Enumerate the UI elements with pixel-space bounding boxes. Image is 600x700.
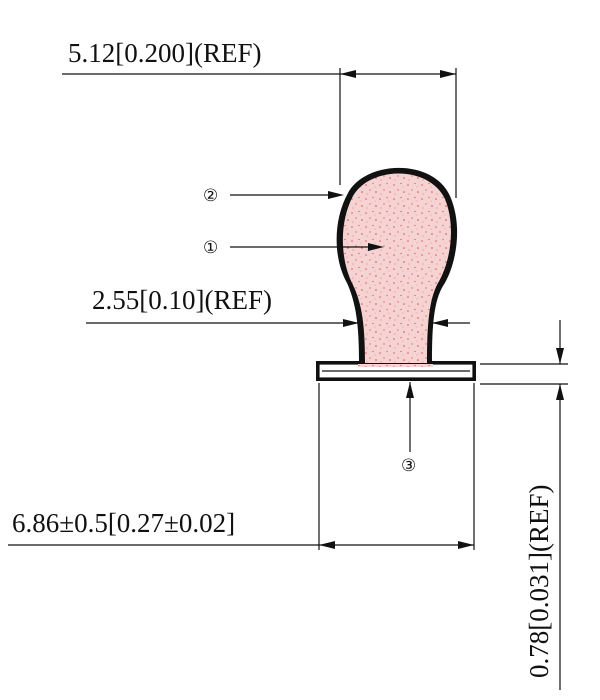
base-width-arrow-right xyxy=(458,541,474,549)
thickness-label: 0.78[0.031](REF) xyxy=(524,485,554,678)
callout-3-arrow xyxy=(406,382,414,398)
top-width-arrow-right xyxy=(440,70,456,78)
top-width-label: 5.12[0.200](REF) xyxy=(68,38,261,68)
thickness-arrow-top xyxy=(556,348,564,364)
callout-2-arrow xyxy=(328,191,344,199)
callout-1: ① xyxy=(203,238,218,257)
callout-2: ② xyxy=(203,186,218,205)
callout-3: ③ xyxy=(401,456,416,475)
foam-core xyxy=(342,173,451,363)
callout-1-arrow xyxy=(368,243,384,251)
neck-width-arrow-left xyxy=(343,319,359,327)
base-width-label: 6.86±0.5[0.27±0.02] xyxy=(12,508,235,538)
neck-width-arrow-right xyxy=(432,319,448,327)
foam-base-fill xyxy=(358,364,433,367)
base-width-arrow-left xyxy=(319,541,335,549)
top-width-arrow-left xyxy=(340,70,356,78)
thickness-arrow-bottom xyxy=(556,384,564,400)
neck-width-label: 2.55[0.10](REF) xyxy=(92,285,272,315)
